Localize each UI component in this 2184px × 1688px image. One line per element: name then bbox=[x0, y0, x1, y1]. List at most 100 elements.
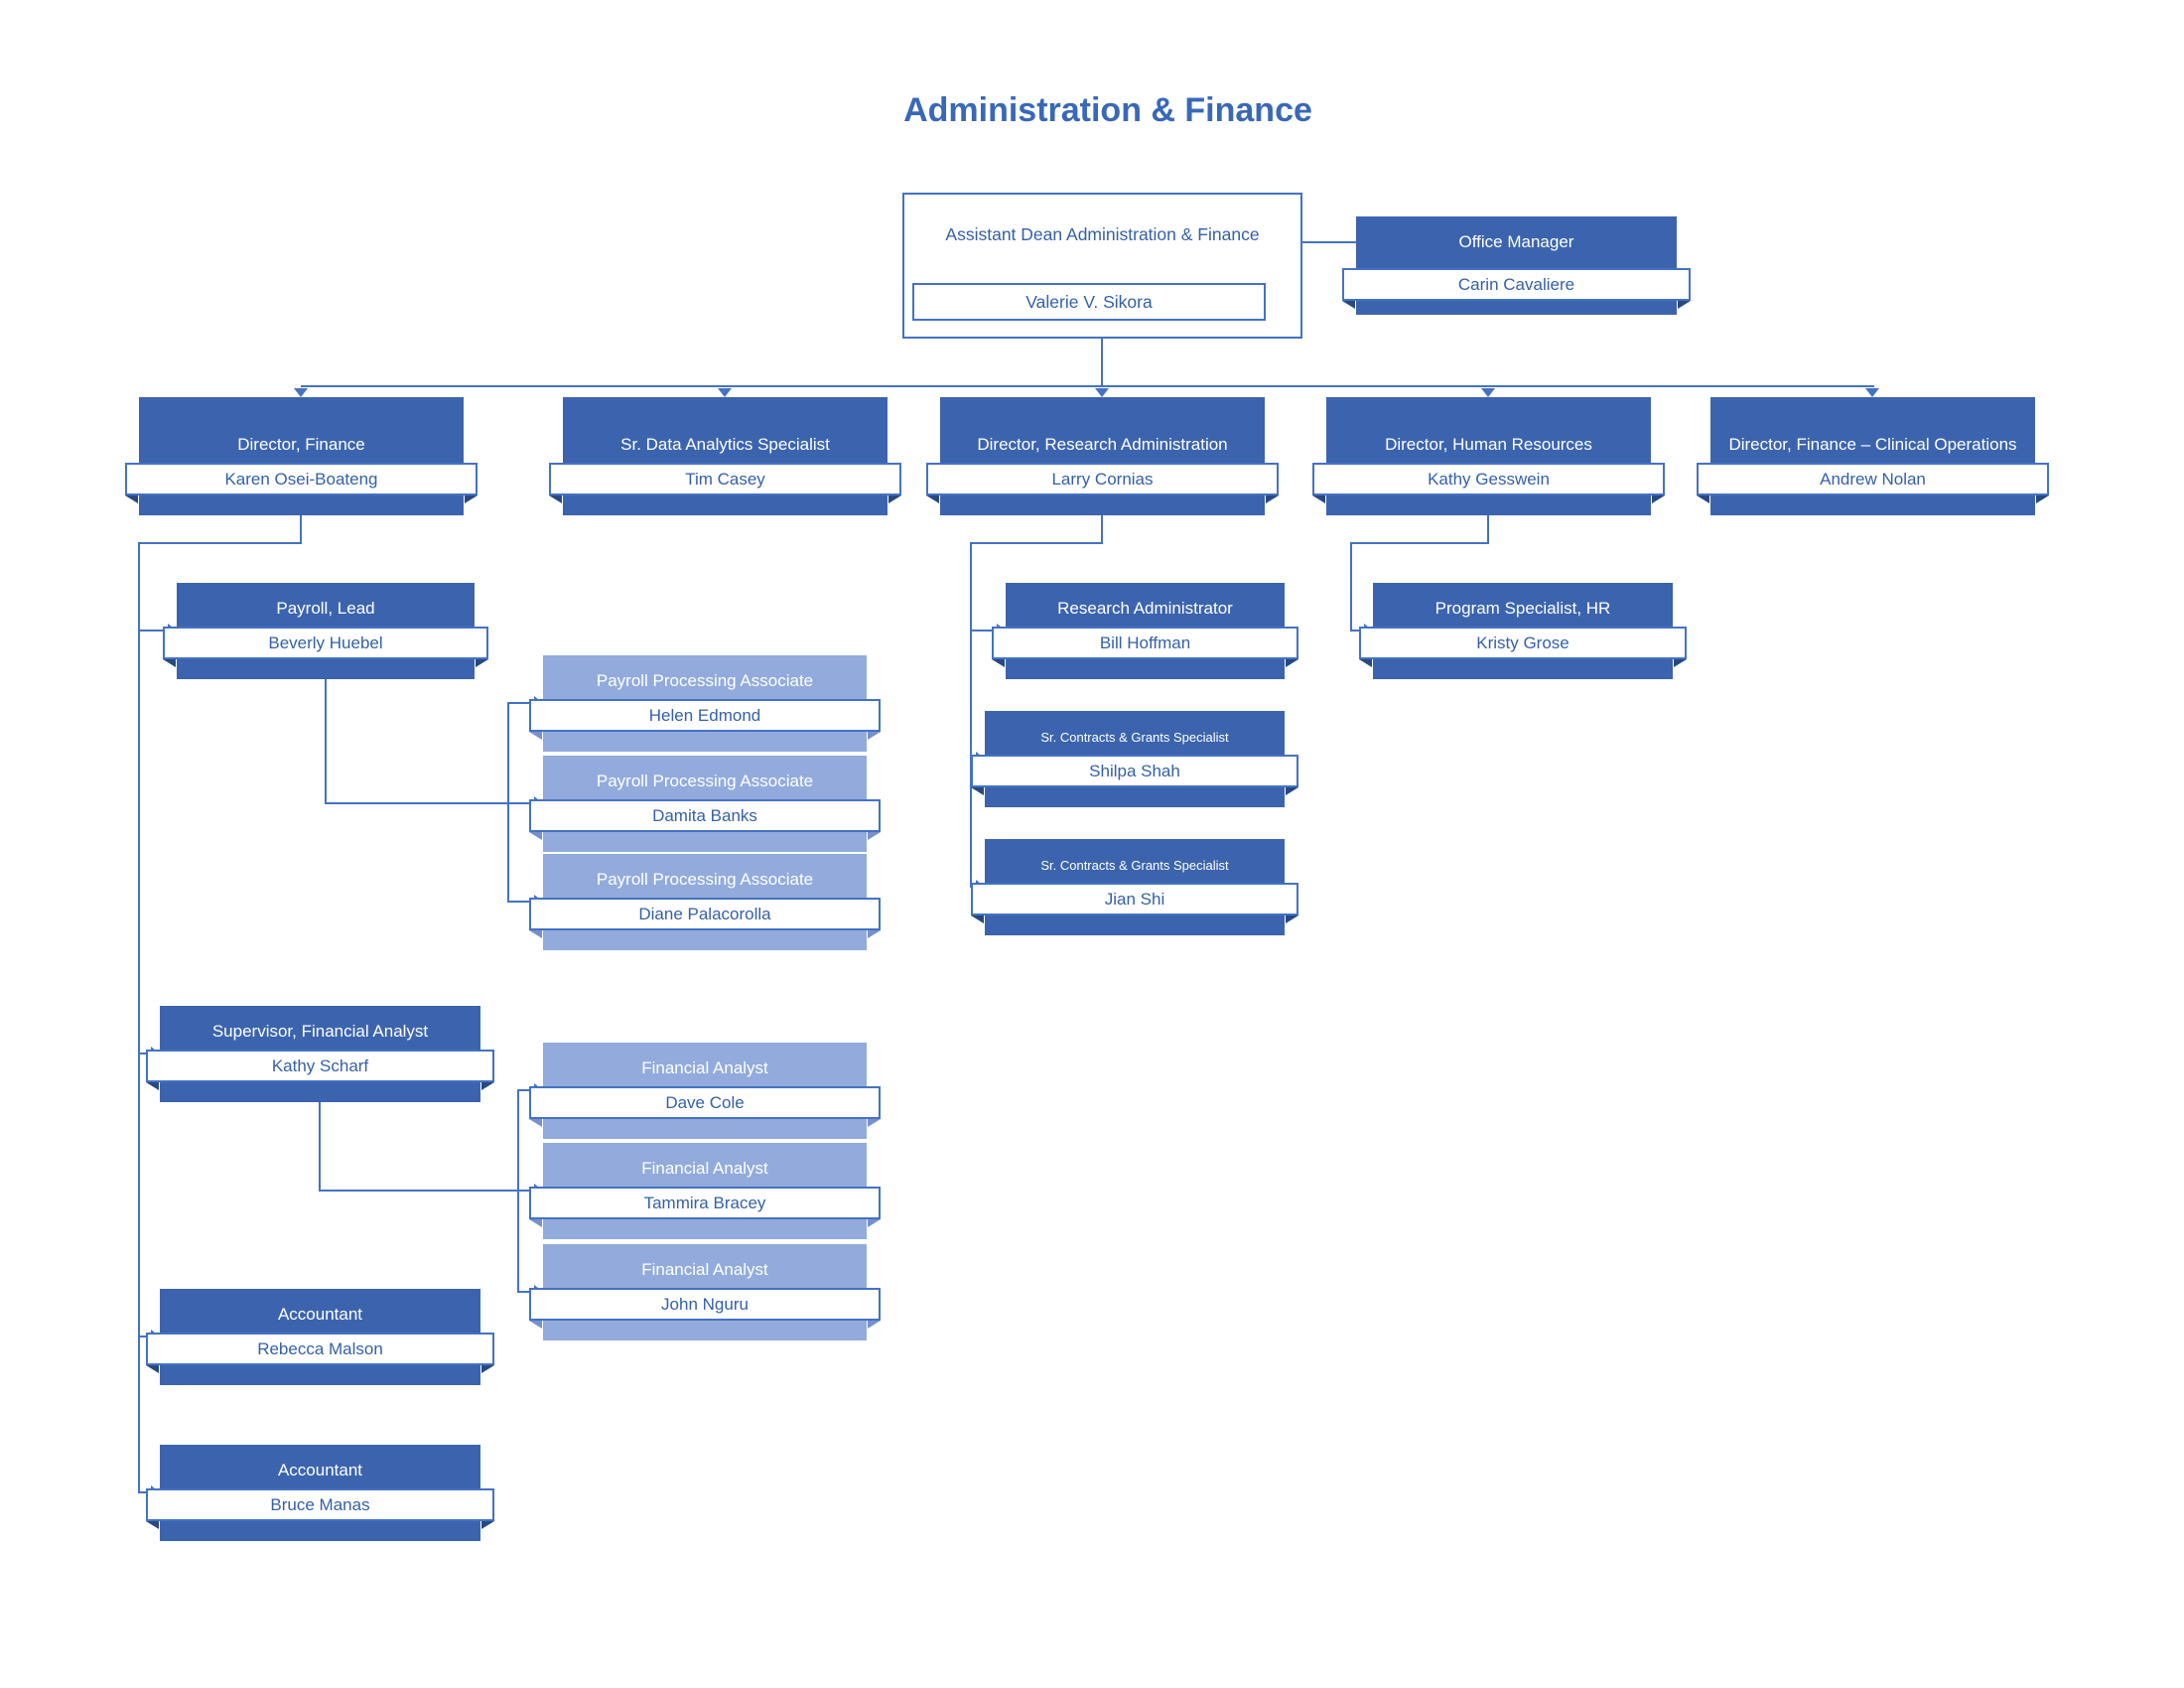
card-name: Kathy Gesswein bbox=[1312, 463, 1665, 495]
card-title: Payroll Processing Associate bbox=[543, 655, 867, 699]
card-research-administrator: Research Administrator Bill Hoffman bbox=[992, 583, 1298, 679]
card-title: Payroll Processing Associate bbox=[543, 756, 867, 799]
connector-finance-drop bbox=[300, 515, 302, 544]
card-name: Carin Cavaliere bbox=[1342, 268, 1691, 301]
card-financial-analyst-3: Financial Analyst John Nguru bbox=[529, 1244, 881, 1340]
card-footer bbox=[543, 1321, 867, 1340]
card-footer bbox=[563, 495, 887, 515]
card-title: Research Administrator bbox=[1006, 583, 1285, 627]
card-title: Sr. Contracts & Grants Specialist bbox=[985, 711, 1285, 755]
card-title: Sr. Data Analytics Specialist bbox=[563, 397, 887, 463]
arrow-down-research-admin bbox=[1095, 388, 1109, 397]
card-title: Accountant bbox=[160, 1289, 480, 1333]
card-payroll-associate-2: Payroll Processing Associate Damita Bank… bbox=[529, 756, 881, 852]
connector-level2-bus bbox=[301, 385, 1874, 387]
arrow-down-clinical-ops bbox=[1865, 388, 1879, 397]
arrow-down-human-resources bbox=[1481, 388, 1495, 397]
connector-damita bbox=[507, 802, 534, 804]
card-title: Financial Analyst bbox=[543, 1244, 867, 1288]
card-footer bbox=[1326, 495, 1651, 515]
card-financial-analyst-2: Financial Analyst Tammira Bracey bbox=[529, 1143, 881, 1239]
connector-analyst-elbow bbox=[319, 1190, 518, 1192]
card-payroll-lead: Payroll, Lead Beverly Huebel bbox=[163, 583, 488, 679]
card-footer bbox=[985, 915, 1285, 935]
card-footer bbox=[139, 495, 464, 515]
card-title: Payroll, Lead bbox=[177, 583, 475, 627]
connector-dave bbox=[517, 1089, 534, 1091]
card-title: Director, Finance – Clinical Operations bbox=[1710, 397, 2035, 463]
card-office-manager: Office Manager Carin Cavaliere bbox=[1342, 216, 1691, 315]
page-title: Administration & Finance bbox=[903, 91, 1312, 129]
card-payroll-associate-1: Payroll Processing Associate Helen Edmon… bbox=[529, 655, 881, 752]
card-name: Helen Edmond bbox=[529, 699, 881, 732]
card-title: Financial Analyst bbox=[543, 1143, 867, 1187]
connector-john bbox=[517, 1291, 534, 1293]
card-name: Tim Casey bbox=[549, 463, 901, 495]
connector-diane bbox=[507, 901, 534, 903]
card-name: Rebecca Malson bbox=[146, 1333, 494, 1365]
card-name: Karen Osei-Boateng bbox=[125, 463, 478, 495]
card-title: Assistant Dean Administration & Finance bbox=[945, 224, 1260, 244]
card-name: Bruce Manas bbox=[146, 1488, 494, 1521]
card-name: Dave Cole bbox=[529, 1086, 881, 1119]
card-footer bbox=[1373, 659, 1673, 679]
card-name: John Nguru bbox=[529, 1288, 881, 1321]
card-accountant-2: Accountant Bruce Manas bbox=[146, 1445, 494, 1541]
connector-payroll-elbow bbox=[325, 802, 509, 804]
card-footer bbox=[543, 732, 867, 752]
card-name: Tammira Bracey bbox=[529, 1187, 881, 1219]
card-name: Kathy Scharf bbox=[146, 1050, 494, 1082]
card-title: Director, Finance bbox=[139, 397, 464, 463]
card-footer bbox=[940, 495, 1265, 515]
connector-office-manager bbox=[1302, 241, 1356, 243]
card-footer bbox=[1710, 495, 2035, 515]
connector-finance-bus bbox=[138, 542, 140, 1493]
connector-payroll-lead bbox=[138, 630, 168, 632]
connector-payroll-drop bbox=[325, 679, 327, 804]
card-title: Office Manager bbox=[1356, 216, 1677, 268]
card-director-human-resources: Director, Human Resources Kathy Gesswein bbox=[1312, 397, 1665, 515]
connector-hr-elbow bbox=[1350, 542, 1489, 544]
connector-supervisor bbox=[138, 1053, 151, 1055]
connector-hr-drop bbox=[1487, 515, 1489, 544]
card-program-specialist-hr: Program Specialist, HR Kristy Grose bbox=[1359, 583, 1687, 679]
card-director-finance: Director, Finance Karen Osei-Boateng bbox=[125, 397, 478, 515]
card-financial-analyst-1: Financial Analyst Dave Cole bbox=[529, 1043, 881, 1139]
card-name: Shilpa Shah bbox=[971, 755, 1298, 787]
connector-accountant-2 bbox=[138, 1491, 151, 1493]
card-supervisor-financial-analyst: Supervisor, Financial Analyst Kathy Scha… bbox=[146, 1006, 494, 1102]
connector-helen bbox=[507, 702, 534, 704]
arrow-down-data-analytics bbox=[718, 388, 732, 397]
card-title: Payroll Processing Associate bbox=[543, 854, 867, 898]
connector-research-bus bbox=[970, 542, 972, 888]
connector-accountant-1 bbox=[138, 1336, 151, 1337]
connector-research-elbow bbox=[970, 542, 1103, 544]
card-footer bbox=[985, 787, 1285, 807]
card-footer bbox=[543, 1219, 867, 1239]
card-accountant-1: Accountant Rebecca Malson bbox=[146, 1289, 494, 1385]
card-footer bbox=[160, 1082, 480, 1102]
card-footer bbox=[1356, 301, 1677, 315]
connector-finance-elbow bbox=[138, 542, 302, 544]
card-title: Supervisor, Financial Analyst bbox=[160, 1006, 480, 1050]
card-title: Director, Research Administration bbox=[940, 397, 1265, 463]
card-name: Jian Shi bbox=[971, 883, 1298, 915]
card-contracts-grants-2: Sr. Contracts & Grants Specialist Jian S… bbox=[971, 839, 1298, 935]
card-title: Program Specialist, HR bbox=[1373, 583, 1673, 627]
card-name: Damita Banks bbox=[529, 799, 881, 832]
connector-hr-bus bbox=[1350, 542, 1352, 632]
card-director-finance-clinical-ops: Director, Finance – Clinical Operations … bbox=[1697, 397, 2049, 515]
card-name: Andrew Nolan bbox=[1697, 463, 2049, 495]
card-name: Kristy Grose bbox=[1359, 627, 1687, 659]
connector-root-drop bbox=[1101, 339, 1103, 387]
connector-research-drop bbox=[1101, 515, 1103, 544]
card-title: Sr. Contracts & Grants Specialist bbox=[985, 839, 1285, 883]
card-data-analytics-specialist: Sr. Data Analytics Specialist Tim Casey bbox=[549, 397, 901, 515]
card-footer bbox=[160, 1521, 480, 1541]
card-name: Beverly Huebel bbox=[163, 627, 488, 659]
card-name: Diane Palacorolla bbox=[529, 898, 881, 930]
card-footer bbox=[177, 659, 475, 679]
connector-analyst-drop bbox=[319, 1102, 321, 1192]
arrow-down-director-finance bbox=[294, 388, 308, 397]
